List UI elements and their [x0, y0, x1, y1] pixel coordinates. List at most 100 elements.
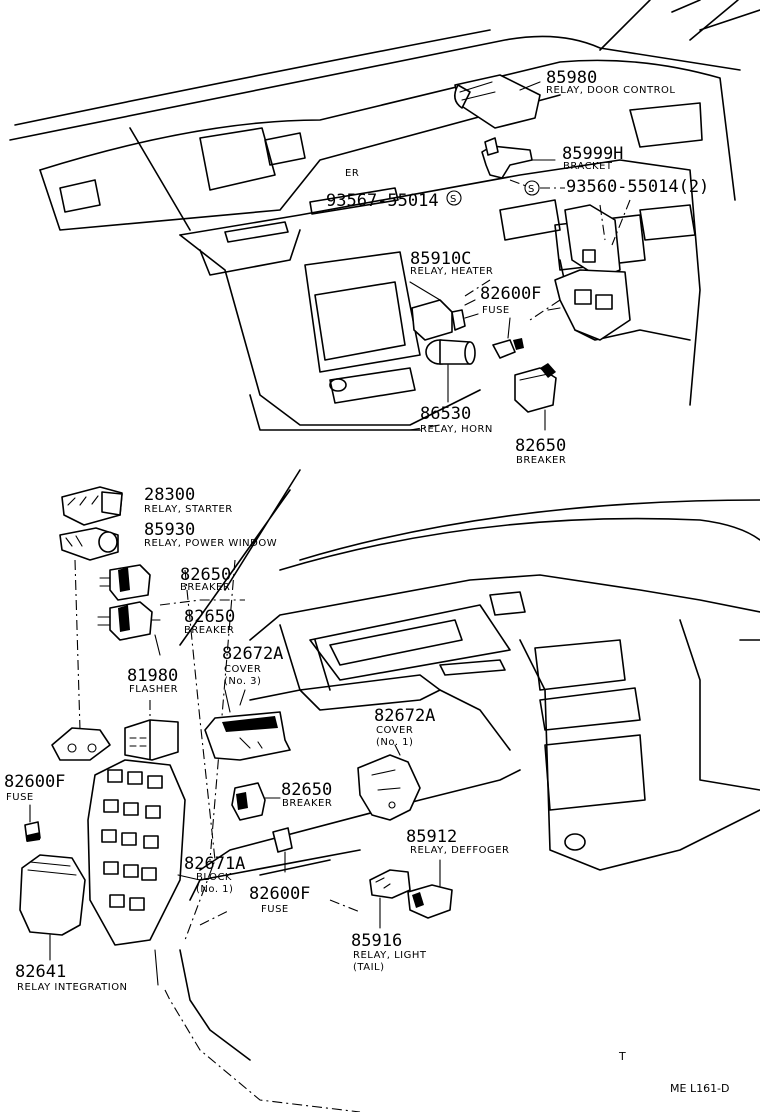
part-desc-82672a-3: COVER [224, 664, 261, 675]
label-82600f-top: 82600F FUSE [480, 284, 541, 316]
part-number-82650-top: 82650 [515, 436, 566, 456]
junction-bracket-assembly [547, 199, 631, 341]
part-number-85999h: 85999H [562, 144, 623, 164]
relay-light-tail-part [369, 869, 411, 929]
part-number-82650-c: 82650 [281, 780, 332, 800]
screw-symbol-right: S [524, 180, 540, 196]
relay-horn-part [409, 339, 476, 431]
part-desc2-82672a-1: (No. 1) [376, 737, 413, 748]
part-number-82600f-bot: 82600F [249, 884, 310, 904]
bracket-part [481, 137, 556, 179]
part-number-85930: 85930 [144, 520, 195, 540]
label-82650-top: 82650 BREAKER [515, 436, 566, 466]
part-desc-82600f-bot: FUSE [261, 904, 289, 915]
relay-starter-part [61, 486, 123, 526]
part-number-82641: 82641 [15, 962, 66, 982]
label-86530: 86530 RELAY, HORN [420, 404, 493, 435]
part-desc-85930: RELAY, POWER WINDOW [144, 538, 277, 549]
part-desc-82600f-top: FUSE [482, 305, 510, 316]
part-desc-82650-a: BREAKER [180, 582, 230, 593]
figure-code: ME L161-D [670, 1082, 730, 1095]
fuse-left-part [24, 804, 41, 842]
relay-power-window-part [59, 527, 119, 561]
breaker-a-part [99, 564, 151, 601]
cover-no1-part [357, 744, 421, 821]
part-number-85916: 85916 [351, 931, 402, 951]
part-number-86530: 86530 [420, 404, 471, 424]
part-number-85912: 85912 [406, 827, 457, 847]
svg-text:S: S [450, 194, 457, 205]
part-desc-85910c: RELAY, HEATER [410, 266, 493, 277]
label-82650-c: 82650 BREAKER [281, 780, 332, 809]
part-desc-82650-top: BREAKER [516, 455, 566, 466]
part-desc-82671a: BLOCK [196, 872, 232, 883]
part-desc-81980: FLASHER [129, 684, 178, 695]
breaker-b-part [97, 601, 161, 656]
part-number-82671a: 82671A [184, 854, 245, 874]
part-desc2-85916: (TAIL) [353, 962, 385, 973]
label-82672a-3: 82672A COVER (No. 3) [222, 644, 283, 687]
part-number-28300: 28300 [144, 485, 195, 505]
junction-block-part [87, 759, 201, 946]
part-number-82650-b: 82650 [184, 607, 235, 627]
label-82650-a: 82650 BREAKER [180, 565, 231, 593]
part-desc2-82671a: (No. 1) [196, 884, 233, 895]
lower-center-parts [204, 689, 453, 929]
label-81980: 81980 FLASHER [127, 666, 178, 695]
cover-no3-part [204, 689, 291, 761]
part-number-93560: 93560-55014(2) [566, 177, 709, 197]
part-number-82600f-left: 82600F [4, 772, 65, 792]
part-number-93567: 93567-55014 [326, 191, 439, 211]
part-number-85910c: 85910C [410, 249, 471, 269]
part-number-85980: 85980 [546, 68, 597, 88]
part-number-82650-a: 82650 [180, 565, 231, 585]
part-number-82672a-1: 82672A [374, 706, 435, 726]
mount-bracket-part [51, 727, 111, 761]
orientation-mark: T [618, 1050, 626, 1063]
relay-heater-part [411, 299, 479, 341]
label-85930: 85930 RELAY, POWER WINDOW [144, 520, 277, 549]
part-desc-86530: RELAY, HORN [420, 424, 493, 435]
upper-parts: S S [409, 74, 631, 431]
part-desc-82672a-1: COVER [376, 725, 413, 736]
screw-symbol-left: S [446, 190, 462, 206]
upper-dashboard-drawing [9, 0, 760, 431]
label-28300: 28300 RELAY, STARTER [144, 485, 233, 515]
label-82641: 82641 RELAY INTEGRATION [15, 962, 128, 993]
label-82600f-bot: 82600F FUSE [249, 884, 310, 915]
part-desc-82650-b: BREAKER [184, 625, 234, 636]
part-desc-82600f-left: FUSE [6, 792, 34, 803]
label-85999h: 85999H BRACKET [562, 144, 623, 172]
label-82671a: 82671A BLOCK (No. 1) [184, 854, 245, 895]
part-desc-28300: RELAY, STARTER [144, 504, 233, 515]
breaker-c-part [231, 782, 281, 821]
part-desc-85912: RELAY, DEFFOGER [410, 845, 510, 856]
fuse-top-part [492, 317, 524, 359]
part-desc-82650-c: BREAKER [282, 798, 332, 809]
part-desc-85916: RELAY, LIGHT [353, 950, 427, 961]
er-mark: ER [345, 168, 359, 179]
lower-dashboard-drawing [164, 469, 760, 1112]
part-desc-82641: RELAY INTEGRATION [17, 982, 128, 993]
part-desc-85999h: BRACKET [563, 161, 613, 172]
flasher-part [124, 700, 179, 761]
breaker-top-part [514, 363, 557, 431]
label-82672a-1: 82672A COVER (No. 1) [374, 706, 435, 748]
label-82600f-left: 82600F FUSE [4, 772, 65, 803]
part-number-82600f-top: 82600F [480, 284, 541, 304]
relay-defogger-part [407, 859, 453, 919]
part-desc2-82672a-3: (No. 3) [224, 676, 261, 687]
part-number-81980: 81980 [127, 666, 178, 686]
label-85912: 85912 RELAY, DEFFOGER [406, 827, 510, 856]
label-85980: 85980 RELAY, DOOR CONTROL [546, 68, 676, 96]
svg-text:S: S [528, 184, 535, 195]
part-number-82672a-3: 82672A [222, 644, 283, 664]
label-82650-b: 82650 BREAKER [184, 607, 235, 636]
label-85916: 85916 RELAY, LIGHT (TAIL) [351, 931, 427, 973]
label-85910c: 85910C RELAY, HEATER [410, 249, 493, 277]
relay-integration-part [19, 854, 86, 961]
fuse-bottom-part [272, 827, 293, 873]
lower-left-parts [19, 486, 245, 986]
part-desc-85980: RELAY, DOOR CONTROL [546, 85, 676, 96]
